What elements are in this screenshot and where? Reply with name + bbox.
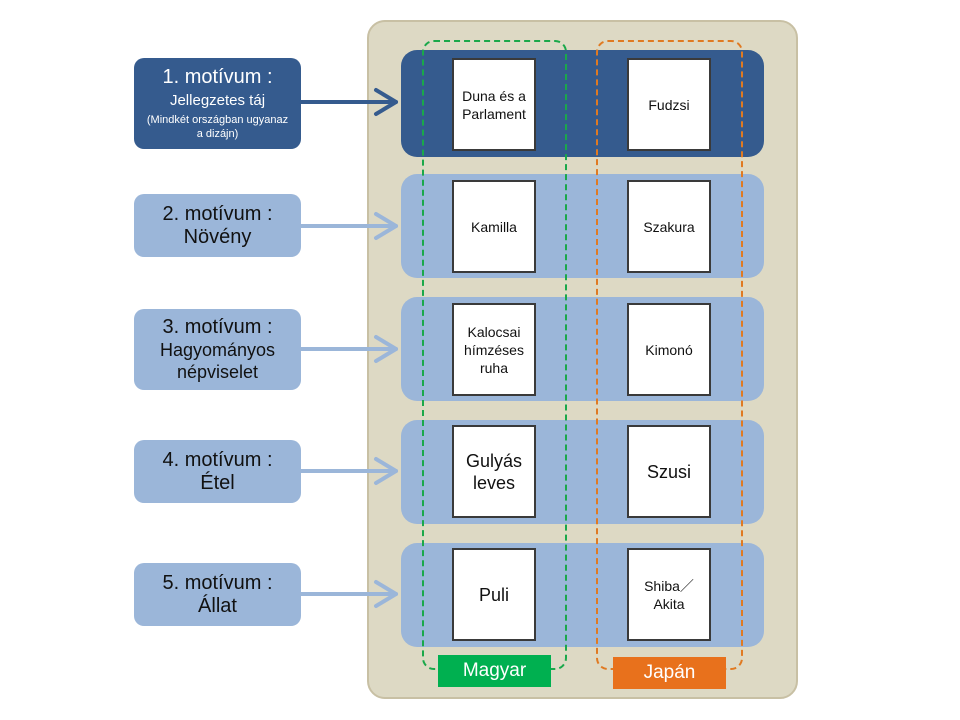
motif-plant: 2. motívum : Növény <box>134 194 301 257</box>
arrow-costume <box>299 335 398 363</box>
japan-card-plant: Szakura <box>627 180 711 273</box>
hungary-card-animal: Puli <box>452 548 536 641</box>
hungary-card-costume: Kalocsai hímzéses ruha <box>452 303 536 396</box>
motif-title: 1. motívum : <box>162 66 273 88</box>
japan-card-landscape: Fudzsi <box>627 58 711 151</box>
motif-subtitle: Jellegzetes táj <box>169 92 266 109</box>
motif-subtitle: Állat <box>198 594 237 617</box>
motif-subtitle: Növény <box>183 225 252 248</box>
japan-card-animal: Shiba／ Akita <box>627 548 711 641</box>
motif-animal: 5. motívum : Állat <box>134 563 301 626</box>
arrow-plant <box>299 212 398 240</box>
motif-subtitle: Étel <box>200 471 235 494</box>
motif-title: 2. motívum : <box>162 202 273 225</box>
arrow-landscape <box>299 88 398 116</box>
hungary-card-food: Gulyás leves <box>452 425 536 518</box>
motif-costume: 3. motívum : Hagyományos népviselet <box>134 309 301 390</box>
japan-card-costume: Kimonó <box>627 303 711 396</box>
japan-card-food: Szusi <box>627 425 711 518</box>
hungary-column-label: Magyar <box>438 655 551 687</box>
arrow-food <box>299 457 398 485</box>
japan-column-label: Japán <box>613 657 726 689</box>
hungary-card-landscape: Duna és a Parlament <box>452 58 536 151</box>
motif-subtitle: Hagyományos népviselet <box>159 340 276 382</box>
motif-title: 5. motívum : <box>162 571 273 594</box>
motif-note: (Mindkét országban ugyanaz a dizájn) <box>146 114 289 140</box>
arrow-animal <box>299 580 398 608</box>
motif-title: 3. motívum : <box>162 316 273 338</box>
motif-title: 4. motívum : <box>162 448 273 471</box>
motif-landscape: 1. motívum : Jellegzetes táj (Mindkét or… <box>134 58 301 149</box>
motif-food: 4. motívum : Étel <box>134 440 301 503</box>
hungary-card-plant: Kamilla <box>452 180 536 273</box>
